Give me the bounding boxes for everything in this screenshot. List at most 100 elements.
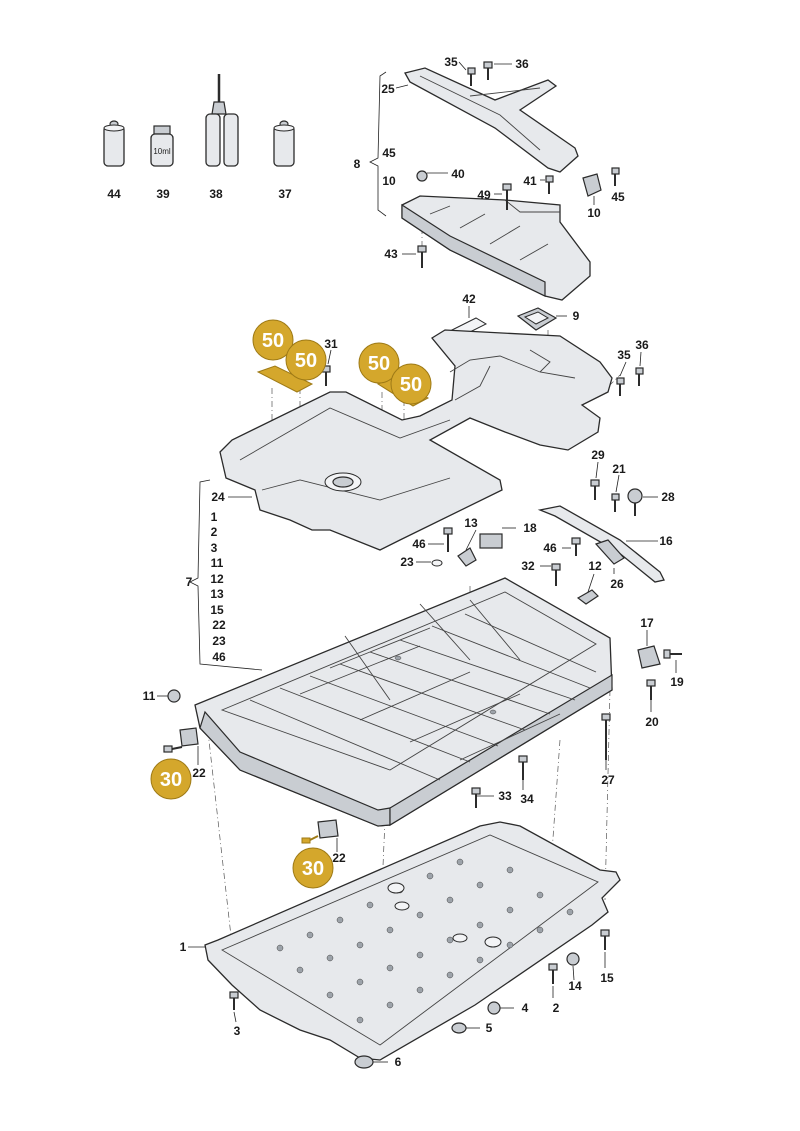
callout-38: 38: [209, 187, 223, 201]
bolt-46b: [571, 537, 581, 556]
grommet-6: [354, 1055, 374, 1069]
callout-18: 18: [523, 521, 537, 535]
callout-27: 27: [601, 773, 615, 787]
cable-guide-16: [537, 505, 665, 583]
plate-22b: [317, 819, 339, 839]
callout-10: 10: [587, 206, 601, 220]
group-22: 22: [212, 618, 226, 632]
dual-cartridge-38: [205, 74, 239, 167]
bolt-35a: [467, 67, 476, 86]
group-23: 23: [212, 634, 226, 648]
nut-40: [416, 170, 428, 182]
callout-45: 45: [611, 190, 625, 204]
callout-36: 36: [635, 338, 649, 352]
callout-11: 11: [143, 689, 156, 703]
sealant-cartridge-44: [103, 120, 125, 167]
callout-37: 37: [278, 187, 292, 201]
badge-30-b: 30: [292, 847, 334, 889]
callout-19: 19: [670, 675, 684, 689]
callout-49: 49: [477, 188, 491, 202]
callout-44: 44: [107, 187, 121, 201]
callout-21: 21: [612, 462, 626, 476]
callout-22-left: 22: [192, 766, 206, 780]
nut-4: [487, 1001, 501, 1015]
connector-18: [479, 533, 503, 549]
svg-text:50: 50: [400, 374, 422, 396]
badge-30-a: 30: [150, 758, 192, 800]
nut-5: [451, 1022, 467, 1034]
bolt-19: [663, 649, 682, 659]
callout-46-right: 46: [543, 541, 557, 555]
bolt-36a: [483, 61, 493, 80]
callout-32: 32: [521, 559, 535, 573]
bolt-36b: [635, 367, 644, 386]
callout-4: 4: [522, 1001, 529, 1015]
bolt-49: [502, 183, 512, 210]
clip-12: [576, 589, 599, 605]
callout-17: 17: [640, 616, 654, 630]
bolt-30b: [301, 835, 319, 844]
callout-26: 26: [610, 577, 624, 591]
vial-text: 10ml: [153, 147, 171, 156]
plug-23: [431, 559, 443, 567]
callout-16: 16: [659, 534, 673, 548]
group-13: 13: [210, 587, 224, 601]
callout-3: 3: [234, 1024, 241, 1038]
callout-39: 39: [156, 187, 170, 201]
plate-22a: [179, 727, 199, 747]
leader-lines: [157, 61, 677, 1063]
bracket-17: [637, 645, 661, 669]
callout-1: 1: [180, 940, 187, 954]
bolt-29: [590, 479, 600, 500]
callout-29: 29: [591, 448, 605, 462]
bracket-26: [594, 539, 625, 565]
callout-14: 14: [568, 979, 582, 993]
callout-43: 43: [384, 247, 398, 261]
group-3: 3: [211, 541, 218, 555]
callout-labels: 44 39 38 37 35 36 25 8 45 10 40 41 45 49…: [107, 55, 684, 1069]
sealant-cartridge-37: [273, 120, 295, 167]
callout-10-group: 10: [382, 174, 396, 188]
group-15: 15: [210, 603, 224, 617]
nut-28: [627, 488, 643, 516]
bolt-45: [611, 167, 620, 186]
bolt-35b: [616, 377, 625, 396]
callout-7: 7: [186, 575, 193, 589]
bolt-3: [229, 991, 239, 1010]
svg-text:30: 30: [160, 769, 182, 791]
vial-10ml-39: 10ml: [150, 125, 174, 167]
nut-14: [566, 952, 580, 966]
callout-36-top: 36: [515, 57, 529, 71]
callout-5: 5: [486, 1021, 493, 1035]
underbody-panel-1: [204, 821, 621, 1061]
callout-22-right: 22: [332, 851, 346, 865]
callout-41: 41: [523, 174, 537, 188]
callout-8: 8: [354, 157, 361, 171]
bolt-27: [601, 713, 611, 760]
callout-42: 42: [462, 292, 476, 306]
hardware: [163, 61, 682, 1069]
bolt-32: [551, 563, 561, 586]
callout-31: 31: [324, 337, 338, 351]
callout-40: 40: [451, 167, 465, 181]
callout-20: 20: [645, 715, 659, 729]
group-2: 2: [211, 525, 218, 539]
bolt-46a: [443, 527, 453, 552]
callout-34: 34: [520, 792, 534, 806]
battery-tray-7: [194, 577, 613, 827]
bracket-13: [457, 547, 477, 567]
bolt-41: [545, 175, 554, 194]
callout-25: 25: [381, 82, 395, 96]
callout-35: 35: [617, 348, 631, 362]
callout-12: 12: [588, 559, 602, 573]
svg-text:50: 50: [368, 353, 390, 375]
callout-2: 2: [553, 1001, 560, 1015]
svg-text:30: 30: [302, 858, 324, 880]
bolt-21: [611, 493, 620, 512]
group-12: 12: [210, 572, 224, 586]
callout-28: 28: [661, 490, 675, 504]
callout-9: 9: [573, 309, 580, 323]
cover-plate-9: [516, 307, 558, 331]
callout-13: 13: [464, 516, 478, 530]
